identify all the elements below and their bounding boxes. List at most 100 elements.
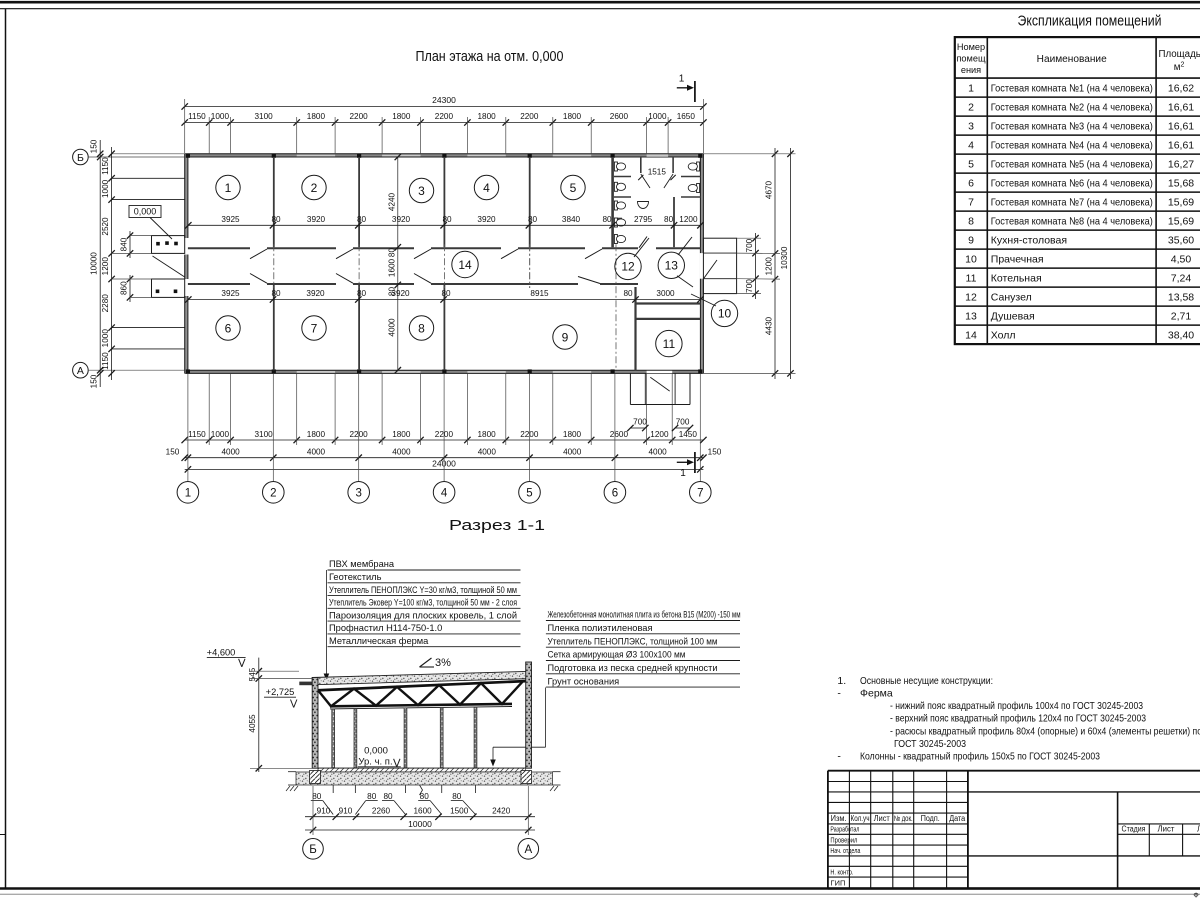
svg-text:1150: 1150	[101, 352, 110, 370]
svg-text:1000: 1000	[648, 112, 667, 121]
svg-text:80: 80	[383, 792, 393, 801]
svg-text:80: 80	[271, 215, 281, 224]
svg-text:Дата: Дата	[949, 814, 966, 823]
svg-text:14: 14	[458, 258, 472, 272]
svg-text:Геотекстиль: Геотекстиль	[329, 572, 382, 582]
svg-text:Сетка армирующая Ø3 100х100 мм: Сетка армирующая Ø3 100х100 мм	[548, 650, 686, 660]
svg-text:5: 5	[526, 487, 532, 499]
svg-text:3925: 3925	[221, 289, 240, 298]
svg-text:1: 1	[185, 487, 191, 499]
svg-text:+4,600: +4,600	[207, 647, 236, 657]
svg-text:4: 4	[483, 181, 490, 195]
svg-text:2600: 2600	[610, 112, 629, 121]
svg-text:3920: 3920	[391, 289, 410, 298]
svg-text:1800: 1800	[392, 430, 411, 439]
svg-text:3925: 3925	[221, 215, 240, 224]
svg-text:4000: 4000	[221, 448, 240, 457]
svg-text:5: 5	[968, 158, 974, 170]
svg-text:-: -	[837, 688, 841, 700]
svg-text:16,61: 16,61	[1168, 120, 1194, 132]
svg-text:3%: 3%	[435, 657, 451, 669]
svg-text:1600: 1600	[413, 806, 432, 815]
svg-text:Гостевая комната №7 (на 4 чело: Гостевая комната №7 (на 4 человека)	[991, 196, 1153, 208]
svg-text:помещ: помещ	[956, 54, 986, 64]
svg-text:4000: 4000	[648, 448, 667, 457]
svg-text:А: А	[524, 844, 532, 856]
svg-text:16,27: 16,27	[1168, 158, 1194, 170]
svg-text:2260: 2260	[372, 806, 391, 815]
svg-text:2520: 2520	[101, 217, 110, 236]
svg-text:Санузел: Санузел	[991, 291, 1032, 303]
svg-text:Холл: Холл	[991, 329, 1016, 341]
svg-text:Прачечная: Прачечная	[991, 253, 1044, 265]
svg-text:2795: 2795	[634, 215, 653, 224]
svg-text:Пленка полиэтиленовая: Пленка полиэтиленовая	[548, 623, 653, 633]
svg-text:12: 12	[621, 260, 635, 274]
svg-text:10000: 10000	[408, 819, 432, 829]
svg-text:13: 13	[665, 259, 679, 273]
svg-text:10000: 10000	[90, 252, 99, 275]
svg-text:700: 700	[633, 417, 647, 426]
svg-text:7: 7	[311, 321, 318, 335]
svg-text:1150: 1150	[188, 430, 206, 439]
svg-text:80: 80	[623, 289, 633, 298]
svg-text:Кухня-столовая: Кухня-столовая	[991, 234, 1067, 246]
svg-text:8: 8	[968, 215, 974, 227]
svg-text:1200: 1200	[765, 257, 774, 276]
svg-text:35,60: 35,60	[1168, 234, 1194, 246]
svg-text:80: 80	[452, 792, 462, 801]
svg-text:1800: 1800	[563, 430, 582, 439]
svg-text:Проверил: Проверил	[830, 835, 857, 844]
svg-text:7: 7	[968, 196, 974, 208]
svg-text:80: 80	[367, 792, 377, 801]
svg-text:Железобетонная монолитная плит: Железобетонная монолитная плита из бетон…	[548, 610, 741, 620]
svg-text:1.: 1.	[837, 675, 846, 687]
svg-text:1000: 1000	[101, 329, 110, 348]
svg-text:Ферма: Ферма	[860, 688, 893, 700]
svg-text:Подготовка из песка средней кр: Подготовка из песка средней крупности	[548, 663, 718, 673]
svg-text:Котельная: Котельная	[991, 272, 1042, 284]
svg-text:24300: 24300	[432, 95, 456, 105]
svg-text:150: 150	[90, 139, 99, 153]
svg-text:Листов: Листов	[1197, 825, 1200, 834]
svg-text:3: 3	[968, 120, 974, 132]
svg-text:Гостевая комната №4 (на 4 чело: Гостевая комната №4 (на 4 человека)	[991, 139, 1153, 151]
svg-text:1800: 1800	[307, 430, 326, 439]
svg-text:Душевая: Душевая	[991, 310, 1035, 322]
svg-text:2600: 2600	[610, 430, 629, 439]
svg-text:80: 80	[602, 215, 612, 224]
svg-text:11: 11	[966, 272, 977, 284]
svg-text:2200: 2200	[520, 112, 539, 121]
svg-text:860: 860	[120, 281, 129, 295]
svg-text:11: 11	[663, 337, 676, 351]
svg-text:3100: 3100	[254, 430, 273, 439]
svg-text:545: 545	[248, 667, 257, 681]
svg-text:Площадь,: Площадь,	[1159, 49, 1200, 60]
svg-text:ения: ения	[961, 65, 981, 75]
svg-text:4430: 4430	[765, 316, 774, 335]
svg-text:Гостевая комната №8 (на 4 чело: Гостевая комната №8 (на 4 человека)	[991, 215, 1153, 227]
svg-text:4055: 4055	[248, 714, 257, 733]
svg-text:м2: м2	[1174, 62, 1185, 74]
svg-text:Нач. отдела: Нач. отдела	[830, 846, 861, 855]
svg-text:1150: 1150	[188, 112, 206, 121]
svg-text:150: 150	[90, 374, 99, 388]
svg-text:7,24: 7,24	[1171, 272, 1192, 284]
svg-text:15,69: 15,69	[1168, 215, 1194, 227]
svg-text:1500: 1500	[450, 806, 469, 815]
svg-text:- нижний пояс квадратный профи: - нижний пояс квадратный профиль 100х4 п…	[890, 700, 1143, 712]
svg-text:700: 700	[676, 417, 690, 426]
svg-text:Профнастил Н114-750-1.0: Профнастил Н114-750-1.0	[329, 623, 442, 633]
svg-text:Изм.: Изм.	[831, 814, 847, 823]
svg-text:14: 14	[965, 329, 977, 341]
svg-text:80: 80	[442, 215, 452, 224]
svg-text:3920: 3920	[307, 215, 326, 224]
svg-text:3100: 3100	[254, 112, 273, 121]
svg-text:4240: 4240	[387, 192, 396, 211]
svg-text:2: 2	[968, 101, 974, 113]
svg-text:4: 4	[441, 487, 448, 499]
svg-text:1: 1	[680, 468, 686, 479]
svg-text:12: 12	[965, 291, 977, 303]
svg-text:4000: 4000	[307, 448, 326, 457]
svg-text:№ док.: № док.	[894, 814, 913, 823]
